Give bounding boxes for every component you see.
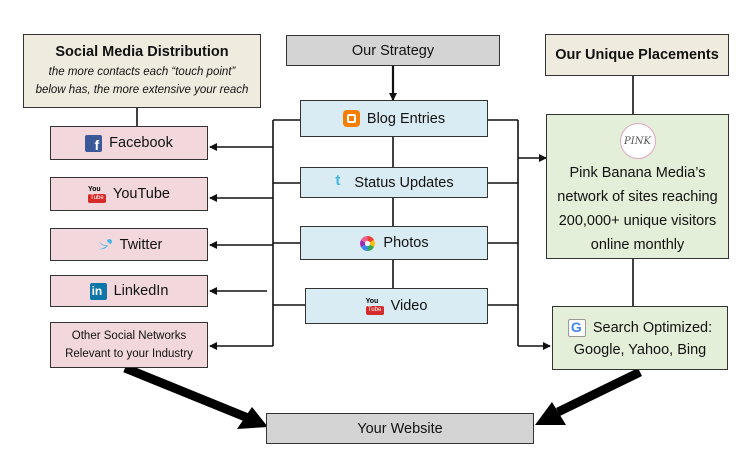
placements-title-box: Our Unique Placements	[545, 34, 729, 76]
placements-title: Our Unique Placements	[555, 47, 719, 63]
search-engines: Google, Yahoo, Bing	[573, 341, 707, 358]
strategy-title-box: Our Strategy	[286, 35, 500, 66]
distribution-title: Social Media Distribution	[55, 43, 229, 60]
strategy-item-video: You Tube Video	[305, 288, 488, 324]
twitter-bird-icon: t	[335, 172, 341, 189]
network-facebook: f Facebook	[50, 126, 208, 160]
network-label: Other Social Networks Relevant to your I…	[65, 330, 193, 360]
network-linkedin: in LinkedIn	[50, 275, 208, 307]
network-label: LinkedIn	[113, 283, 169, 299]
pink-banana-box: PINK Pink Banana Media’s network of site…	[546, 114, 729, 259]
strategy-item-status: t Status Updates	[300, 167, 488, 198]
distribution-box: Social Media Distribution the more conta…	[23, 34, 261, 108]
network-other: Other Social Networks Relevant to your I…	[50, 322, 208, 368]
distribution-subtitle: the more contacts each “touch point” bel…	[35, 65, 249, 96]
search-optimized-box: G Search Optimized: Google, Yahoo, Bing	[552, 306, 728, 370]
youtube-icon: You Tube	[365, 298, 384, 315]
network-twitter: Twitter	[50, 228, 208, 261]
pink-banana-text: Pink Banana Media’s network of sites rea…	[557, 165, 718, 253]
blogger-icon	[342, 110, 360, 127]
strategy-item-label: Photos	[383, 235, 429, 251]
website-box: Your Website	[266, 413, 534, 444]
website-label: Your Website	[357, 420, 443, 437]
strategy-item-label: Video	[390, 298, 428, 314]
network-label: Twitter	[119, 236, 163, 253]
picasa-icon	[359, 235, 376, 252]
facebook-icon: f	[85, 134, 103, 152]
strategy-item-blog: Blog Entries	[300, 100, 488, 137]
network-label: Facebook	[109, 135, 173, 151]
strategy-item-label: Blog Entries	[366, 110, 446, 127]
youtube-icon: You Tube	[88, 186, 106, 203]
strategy-title: Our Strategy	[351, 42, 435, 59]
twitter-bird-icon	[96, 236, 113, 253]
strategy-item-label: Status Updates	[354, 174, 454, 191]
network-label: YouTube	[113, 186, 170, 202]
search-title: Search Optimized:	[592, 319, 713, 336]
pink-banana-logo: PINK	[619, 123, 656, 159]
strategy-item-photos: Photos	[300, 226, 488, 260]
google-icon: G	[567, 318, 586, 337]
linkedin-icon: in	[89, 282, 107, 300]
network-youtube: You Tube YouTube	[50, 177, 208, 211]
